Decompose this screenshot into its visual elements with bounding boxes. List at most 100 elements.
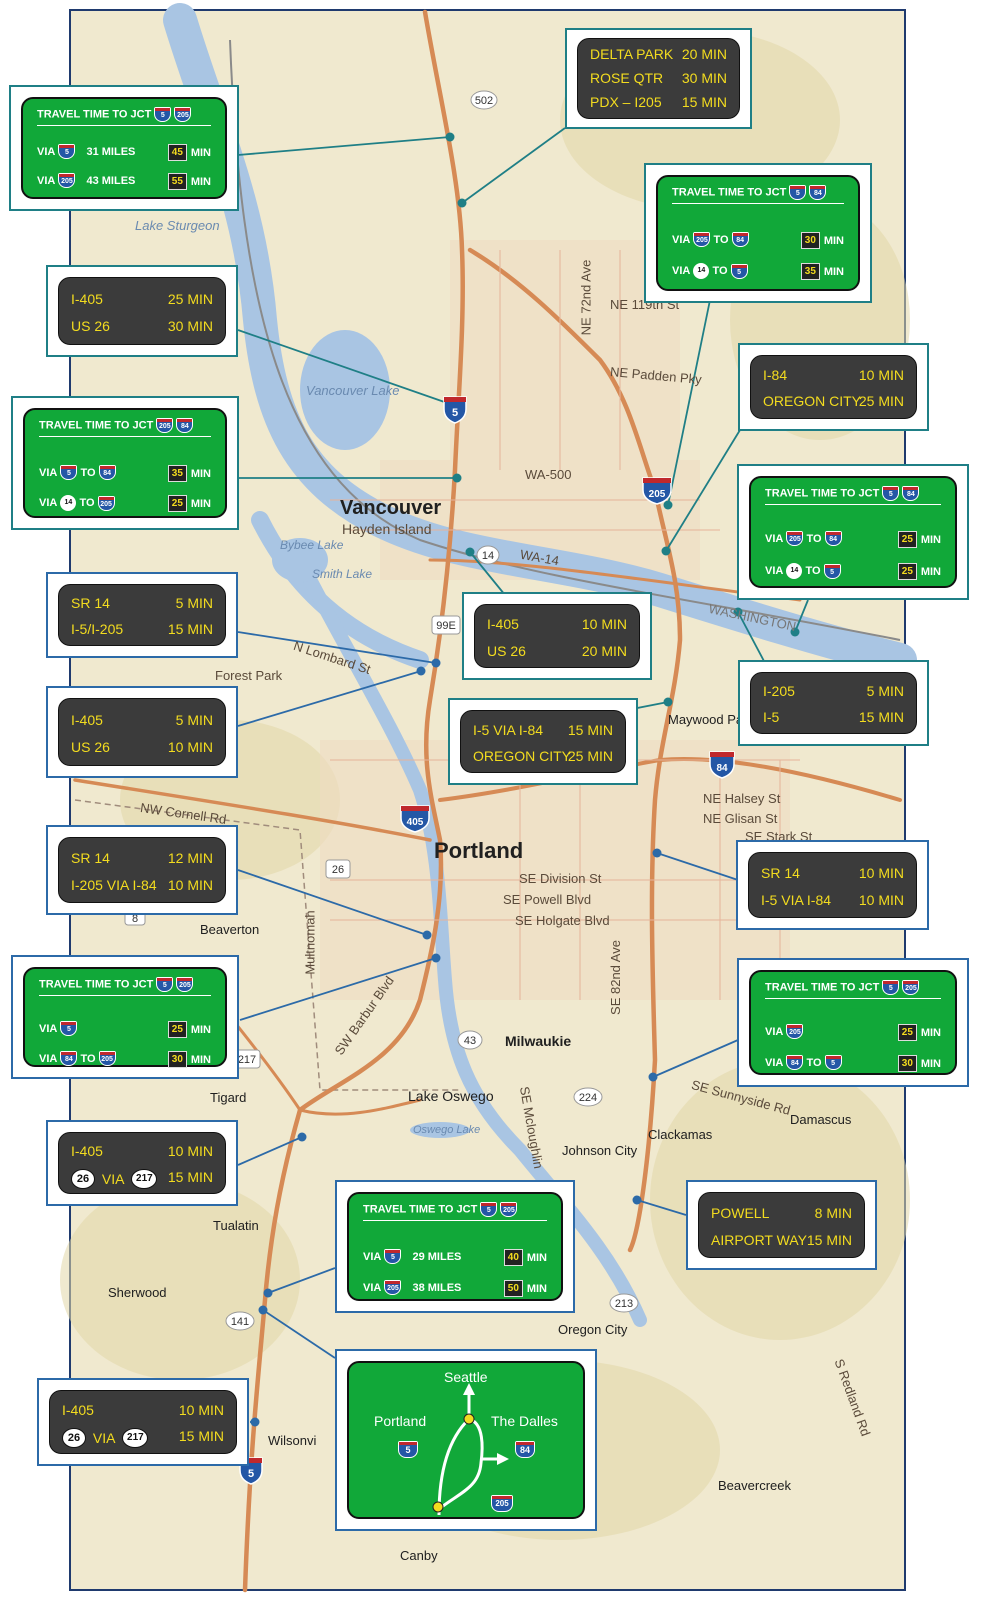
dms-row: 26 VIA 217 15 MIN	[71, 1166, 213, 1190]
washington-route-shield-icon: 14	[786, 563, 803, 579]
min-label: MIN	[526, 1251, 547, 1264]
dms-destination: OREGON CITY	[763, 393, 862, 409]
dms-destination: AIRPORT WAY	[711, 1232, 807, 1248]
label-smith-lake: Smith Lake	[312, 567, 373, 581]
interstate-shield-icon: 205	[500, 1202, 518, 1217]
dms-time: 10 MIN	[167, 739, 213, 755]
label-multnomah: Multnomah	[302, 910, 318, 975]
bybee-lake-shape	[272, 538, 328, 582]
interstate-shield-icon: 205	[902, 980, 920, 995]
time-box: 55	[167, 173, 187, 190]
city-label-vancouver: Vancouver	[340, 497, 442, 519]
distance-text: 31 MILES	[86, 145, 136, 158]
arrow-north-icon	[463, 1383, 475, 1395]
label-ne-72nd: NE 72nd Ave	[578, 259, 594, 336]
label-wilsonville: Wilsonvi	[268, 1433, 317, 1448]
label-johnson-city: Johnson City	[562, 1143, 638, 1158]
callout-points	[250, 132, 800, 1427]
via-label: VIA	[765, 1025, 784, 1038]
title-text: TRAVEL TIME TO JCT	[39, 978, 154, 991]
label-bybee-lake: Bybee Lake	[280, 538, 344, 552]
junction-point-icon	[463, 1413, 475, 1425]
dms-time: 15 MIN	[567, 722, 613, 738]
interstate-shield-icon: 84	[60, 1051, 78, 1066]
min-label: MIN	[190, 1053, 211, 1066]
dms-destination: ROSE QTR	[590, 70, 664, 86]
interstate-205-shield-icon: 205	[491, 1495, 513, 1512]
via-label: VIA	[765, 532, 784, 545]
travel-time-title: TRAVEL TIME TO JCT 5 205	[37, 107, 211, 126]
time-box: 25	[167, 1021, 187, 1038]
dms-time: 5 MIN	[175, 595, 213, 611]
dms-time: 25 MIN	[858, 393, 904, 409]
min-label: MIN	[920, 1026, 941, 1039]
dms-time: 10 MIN	[167, 1143, 213, 1159]
dms-row: POWELL 8 MIN	[711, 1202, 852, 1226]
via-label: VIA	[672, 265, 691, 277]
dms-time: 10 MIN	[858, 892, 904, 908]
title-text: TRAVEL TIME TO JCT	[363, 1203, 478, 1216]
time-box: 25	[897, 531, 917, 548]
or217-shield-icon: 217	[131, 1169, 158, 1189]
label-maywood-park: Maywood Park	[668, 712, 754, 727]
dms-time: 12 MIN	[167, 850, 213, 866]
title-text: TRAVEL TIME TO JCT	[39, 419, 154, 432]
interstate-shield-icon: 205	[693, 232, 711, 247]
via-label: VIA	[37, 174, 56, 187]
time-box: 35	[800, 263, 820, 280]
time-box: 30	[897, 1055, 917, 1072]
dms-destination: POWELL	[711, 1205, 770, 1221]
via-label: VIA	[363, 1281, 382, 1294]
junction-diagram-sign: Seattle Portland The Dalles 5 84 205	[347, 1361, 585, 1519]
dms-time: 20 MIN	[681, 46, 727, 62]
via-label: VIA	[101, 1171, 125, 1187]
dms-destination: OREGON CITY	[473, 748, 572, 764]
dms-time: 8 MIN	[814, 1205, 852, 1221]
interstate-shield-icon: 5	[882, 980, 900, 995]
dms-row: 26 VIA 217 15 MIN	[62, 1425, 224, 1449]
via-label: VIA	[92, 1430, 116, 1446]
time-box: 35	[167, 465, 187, 482]
to-label: TO	[806, 1056, 822, 1069]
title-text: TRAVEL TIME TO JCT	[37, 108, 152, 121]
label-beaverton: Beaverton	[200, 922, 260, 937]
travel-time-title: TRAVEL TIME TO JCT 205 84	[39, 418, 211, 437]
interstate-shield-icon: 84	[98, 465, 116, 480]
time-box: 30	[167, 1051, 187, 1068]
label-oswego-lake: Oswego Lake	[413, 1124, 481, 1136]
dms-time: 10 MIN	[178, 1402, 224, 1418]
title-text: TRAVEL TIME TO JCT	[765, 981, 880, 994]
dms-time: 30 MIN	[167, 318, 213, 334]
dms-time: 15 MIN	[858, 709, 904, 725]
label-se-holgate: SE Holgate Blvd	[515, 913, 610, 928]
dms-destination: 26 VIA 217	[62, 1428, 149, 1448]
dms-time: 10 MIN	[858, 865, 904, 881]
